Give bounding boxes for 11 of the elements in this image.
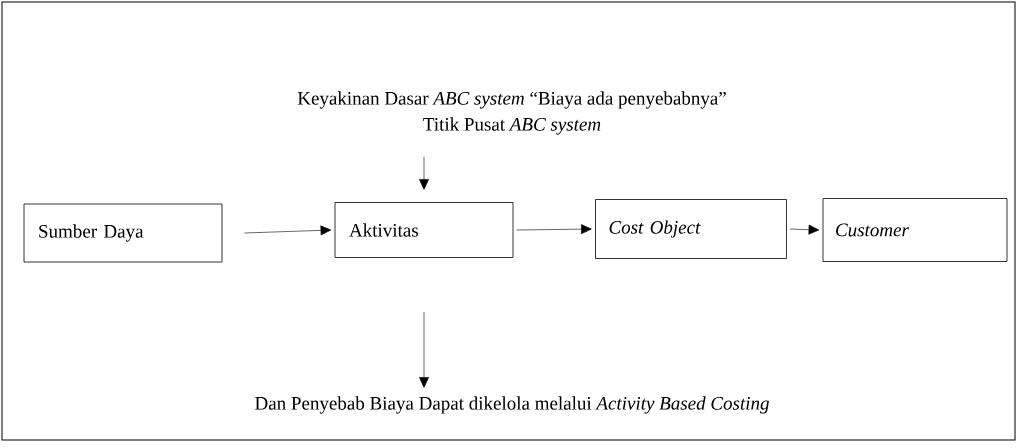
process-box: Aktivitas	[334, 202, 514, 258]
process-box: Sumber Daya	[23, 203, 223, 263]
text-label: Dan Penyebab Biaya Dapat dikelola melalui Activity Based Costing	[255, 396, 769, 414]
arrow	[244, 225, 332, 236]
arrow	[419, 311, 429, 388]
arrow	[419, 156, 429, 190]
process-box: Customer	[822, 198, 1008, 262]
text-label: Keyakinan Dasar ABC system “Biaya ada penyebabnya” Titik Pusat ABC system	[297, 91, 726, 135]
arrow	[789, 224, 820, 235]
process-box: Cost Object	[595, 199, 787, 259]
arrow	[516, 224, 592, 235]
